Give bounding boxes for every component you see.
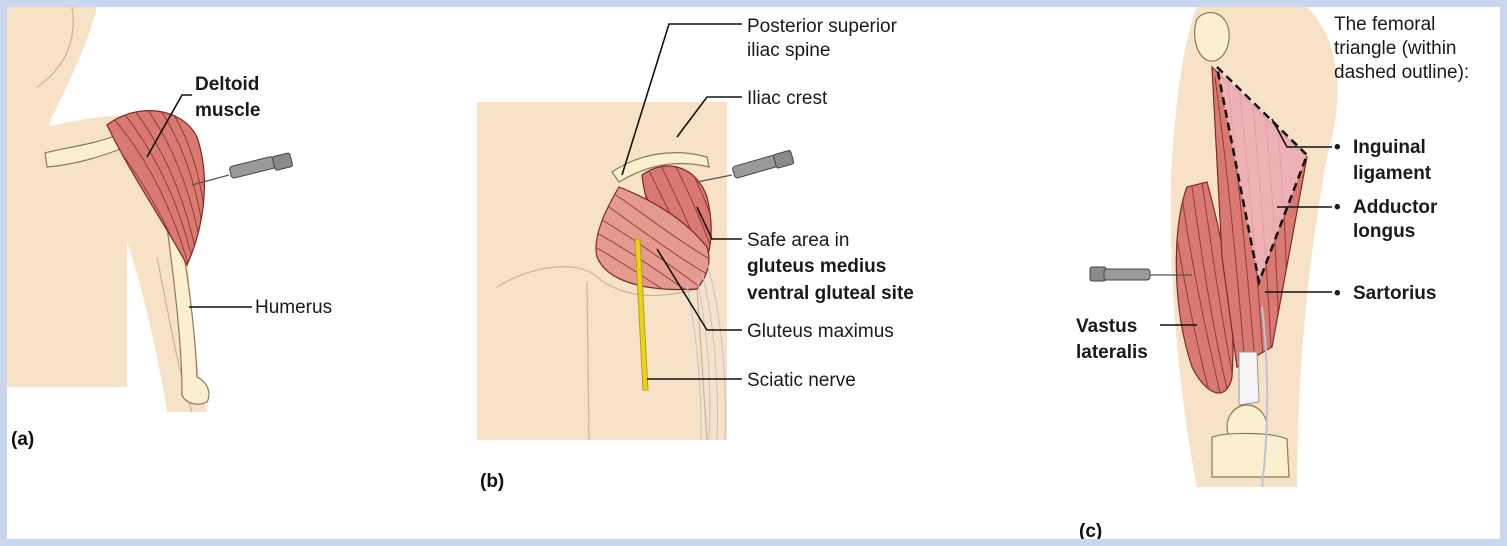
panel-a-shoulder <box>7 7 293 412</box>
deltoid-label-line2: muscle <box>195 100 260 121</box>
inguinal-bullet: • <box>1334 137 1341 158</box>
quadriceps-tendon <box>1239 352 1259 405</box>
safe-area-label-line2: gluteus medius <box>747 256 886 277</box>
iliac-crest-label: Iliac crest <box>747 88 828 109</box>
femoral-label-line1: The femoral <box>1334 14 1435 35</box>
figure-frame: Deltoid muscle Humerus (a) <box>7 7 1500 539</box>
sartorius-label: Sartorius <box>1353 283 1436 304</box>
sciatic-nerve-label: Sciatic nerve <box>747 370 856 391</box>
caption-b: (b) <box>480 471 504 492</box>
tibia-head <box>1212 433 1289 477</box>
inguinal-label-line2: ligament <box>1353 163 1432 184</box>
syringe-icon-a <box>192 153 293 185</box>
torso-skin <box>7 197 127 387</box>
femur-head <box>1195 13 1230 62</box>
adductor-bullet: • <box>1334 197 1341 218</box>
adductor-label-line1: Adductor <box>1353 197 1438 218</box>
psis-label-line1: Posterior superior <box>747 16 898 37</box>
caption-c: (c) <box>1079 521 1102 539</box>
gluteus-maximus-label: Gluteus maximus <box>747 321 894 342</box>
vastus-label-line2: lateralis <box>1076 342 1148 363</box>
femoral-label-line3: dashed outline): <box>1334 62 1469 83</box>
caption-a: (a) <box>11 429 34 450</box>
safe-area-label-line3: ventral gluteal site <box>747 283 914 304</box>
inguinal-label-line1: Inguinal <box>1353 137 1426 158</box>
safe-area-label-line1: Safe area in <box>747 230 849 251</box>
adductor-label-line2: longus <box>1353 221 1415 242</box>
sartorius-bullet: • <box>1334 283 1341 304</box>
anatomy-figure: Deltoid muscle Humerus (a) <box>7 7 1500 539</box>
humerus-label: Humerus <box>255 297 332 318</box>
psis-label-line2: iliac spine <box>747 40 830 61</box>
vastus-label-line1: Vastus <box>1076 316 1137 337</box>
femoral-label-line2: triangle (within <box>1334 38 1457 59</box>
deltoid-label-line1: Deltoid <box>195 74 259 95</box>
panel-c-thigh <box>1090 7 1337 487</box>
